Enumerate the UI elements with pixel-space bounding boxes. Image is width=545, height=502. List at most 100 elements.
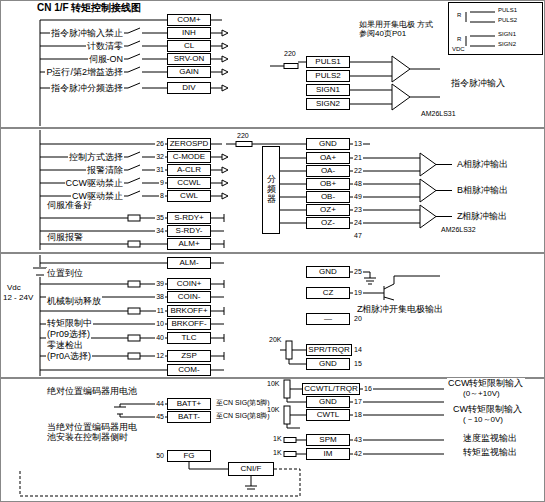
wire-line bbox=[33, 268, 47, 275]
pin-cell: OB- bbox=[306, 191, 350, 203]
pin-name: CWL bbox=[180, 192, 198, 201]
pin-name: CWTL bbox=[317, 411, 340, 420]
signal-label: 如果用开集电极 方式参阅40页P01 bbox=[358, 20, 440, 38]
pin-name: S-RDY- bbox=[176, 227, 203, 236]
signal-label: 转矩限制中 bbox=[46, 318, 93, 328]
pin-cell: OZ+ bbox=[306, 204, 350, 216]
led-symbol bbox=[222, 180, 228, 186]
pin-number: 20 bbox=[353, 315, 363, 323]
wire-line bbox=[211, 196, 222, 197]
pin-number: 24 bbox=[353, 219, 363, 227]
pin-name: PULS2 bbox=[315, 72, 340, 81]
signal-label: 当绝对位置编码器用电 池安装在控制器侧时 bbox=[46, 422, 148, 443]
signal-wire bbox=[189, 462, 228, 469]
pin-cell: SRV-ON bbox=[167, 53, 211, 65]
wire-line bbox=[211, 72, 222, 73]
component-symbol bbox=[286, 341, 292, 359]
pin-name: ZSP bbox=[181, 352, 197, 361]
pin-name: OZ+ bbox=[320, 206, 336, 215]
pin-number: 10 bbox=[155, 320, 165, 328]
signal-wire bbox=[280, 223, 306, 224]
pin-number: 13 bbox=[353, 140, 363, 148]
wire-line bbox=[211, 263, 224, 264]
pin-cell: SPM bbox=[306, 434, 350, 446]
wire-line bbox=[40, 263, 167, 264]
pin-name: GND bbox=[319, 268, 337, 277]
wire-line bbox=[142, 33, 167, 34]
pin-number: 23 bbox=[353, 206, 363, 214]
divider-box: 分频器 bbox=[262, 146, 280, 234]
signal-label: Z相脉冲开集电极输出 bbox=[356, 304, 445, 314]
signal-label: CCW驱动禁止 bbox=[65, 178, 125, 188]
wire-line bbox=[211, 157, 222, 158]
pin-name: GND bbox=[319, 360, 337, 369]
pin-cell: GND bbox=[306, 266, 350, 278]
signal-label: AM26LS32 bbox=[440, 226, 477, 234]
signal-label: B相脉冲输出 bbox=[456, 185, 509, 195]
wire-line bbox=[350, 62, 392, 63]
wire-line bbox=[211, 33, 222, 34]
pin-cell: ALM- bbox=[167, 257, 211, 269]
pin-number: 44 bbox=[155, 400, 165, 408]
pin-cell: — bbox=[306, 313, 350, 325]
signal-label: 指令脉冲输入 bbox=[450, 78, 506, 88]
pin-name: SPM bbox=[319, 436, 336, 445]
signal-label: PULS2 bbox=[497, 17, 518, 24]
component-symbol bbox=[284, 64, 298, 69]
pin-number: 25 bbox=[353, 268, 363, 276]
wire-line bbox=[296, 440, 306, 441]
signal-label: 10K bbox=[266, 406, 280, 414]
pin-number: 45 bbox=[155, 413, 165, 421]
pin-name: GAIN bbox=[179, 68, 199, 77]
pin-cell: A-CLR bbox=[167, 164, 211, 176]
wire-line bbox=[128, 191, 140, 196]
signal-label: 1K bbox=[272, 449, 283, 457]
pin-cell: OB+ bbox=[306, 178, 350, 190]
wire-line bbox=[211, 324, 224, 325]
signal-label: SIGN2 bbox=[497, 41, 517, 48]
pin-number: 14 bbox=[353, 346, 363, 354]
wire-line bbox=[142, 88, 167, 89]
pin-name: FG bbox=[183, 452, 194, 461]
pin-number: 21 bbox=[353, 154, 363, 162]
pin-cell: OA- bbox=[306, 165, 350, 177]
pin-name: — bbox=[324, 315, 332, 324]
pin-cell: CL bbox=[167, 40, 211, 52]
signal-label: (Pr09选择) bbox=[46, 329, 91, 339]
signal-label: R bbox=[456, 36, 462, 43]
pin-name: SPR/TRQR bbox=[308, 346, 349, 355]
signal-label: 伺服-ON bbox=[88, 54, 125, 64]
pin-cell: COIN- bbox=[167, 291, 211, 303]
pin-cell: CCWL bbox=[167, 177, 211, 189]
signal-label: P运行/第2增益选择 bbox=[45, 67, 124, 77]
pin-cell: BATT- bbox=[167, 411, 211, 423]
wire-line bbox=[466, 12, 495, 46]
wire-line bbox=[211, 338, 224, 339]
pin-name: OA+ bbox=[320, 154, 336, 163]
pin-cell: ALM+ bbox=[167, 238, 211, 250]
signal-label: 零速检出 bbox=[46, 340, 84, 350]
pin-cell: BATT+ bbox=[167, 398, 211, 410]
pin-number: 22 bbox=[353, 167, 363, 175]
wire-line bbox=[128, 178, 140, 183]
wire-line bbox=[140, 244, 167, 245]
pin-number: 26 bbox=[155, 140, 165, 148]
wire-line bbox=[211, 170, 222, 171]
signal-label: CCW转矩限制输入 bbox=[447, 378, 525, 388]
wire-line bbox=[128, 83, 140, 88]
pin-cell: ZSP bbox=[167, 350, 211, 362]
signal-label: (0～+10V) bbox=[462, 389, 501, 398]
wire-line bbox=[211, 311, 224, 312]
signal-label: 10K bbox=[266, 380, 280, 388]
signal-label: R bbox=[456, 12, 462, 19]
wire-line bbox=[40, 370, 167, 371]
pin-name: ZEROSPD bbox=[170, 140, 209, 149]
wire-line bbox=[114, 407, 126, 408]
signal-wire bbox=[280, 197, 306, 198]
pin-name: OB+ bbox=[320, 180, 336, 189]
pin-number: 8 bbox=[159, 192, 165, 200]
pin-cell: PULS2 bbox=[306, 70, 350, 82]
signal-label: AM26LS31 bbox=[420, 110, 457, 118]
